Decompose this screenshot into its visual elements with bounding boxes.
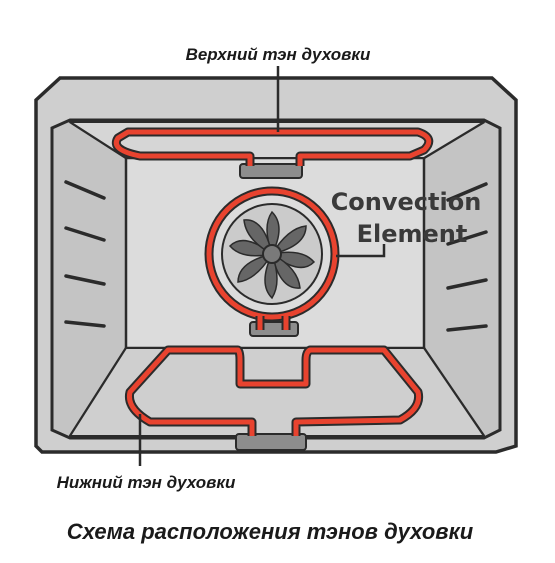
upper-heating-element [111,127,434,179]
convection-label-line2: Element [357,220,468,248]
lower-heating-element [124,345,424,451]
lower-element-label: Нижний тэн духовки [57,473,236,492]
convection-element [204,186,340,337]
convection-label-line1: Convection [331,188,482,216]
rack-guides-left [64,180,106,328]
convection-label-leader [336,244,386,258]
fan-icon [228,210,316,300]
upper-element-label: Верхний тэн духовки [186,45,371,64]
diagram-caption: Схема расположения тэнов духовки [67,519,474,544]
rack-guides-right [446,182,488,332]
